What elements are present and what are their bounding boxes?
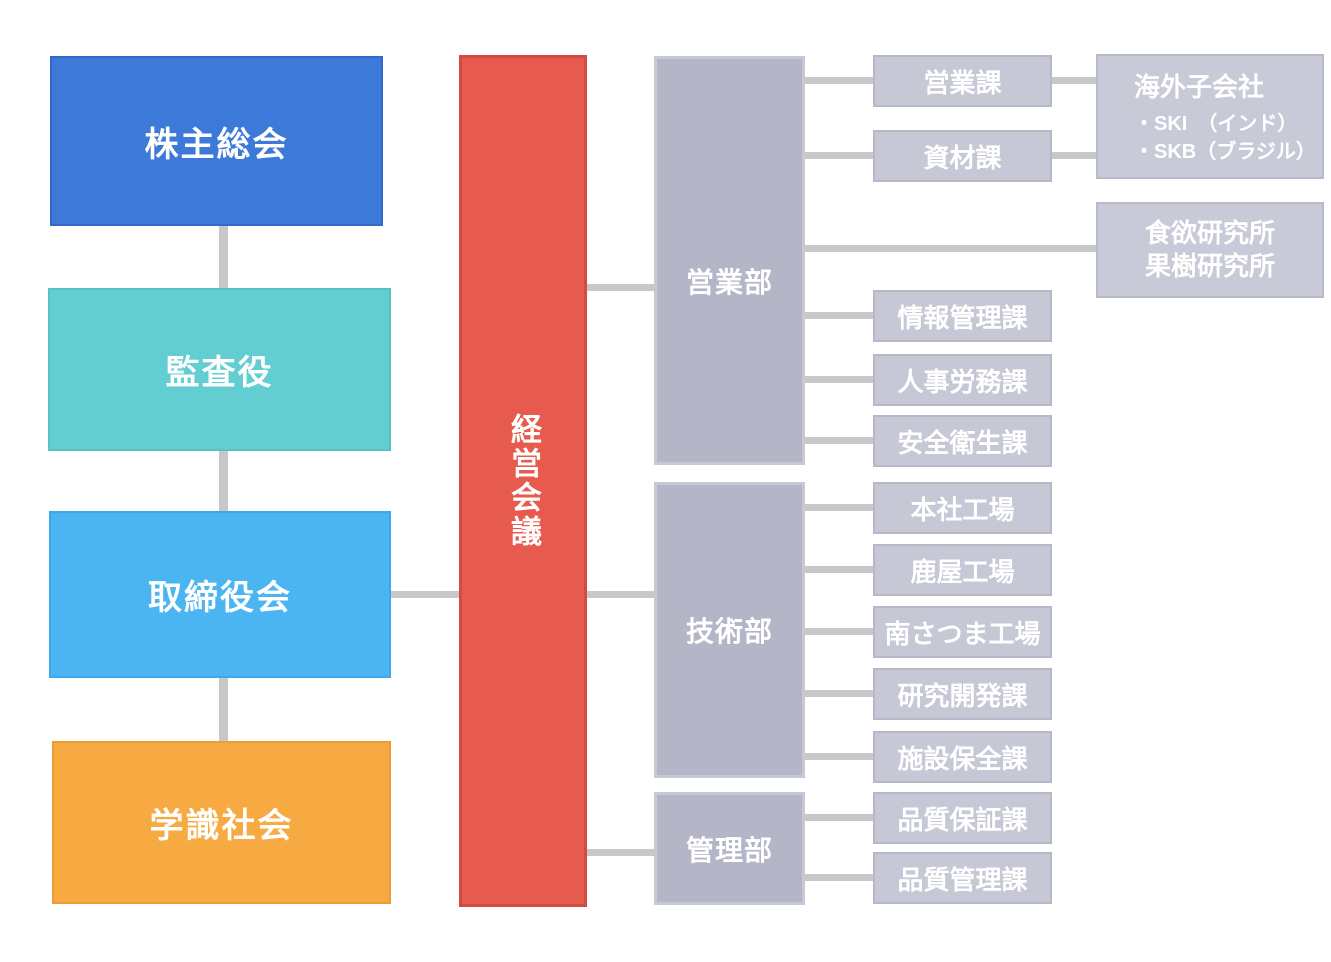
- management-council-label: 経営会議: [506, 413, 542, 549]
- sales-dept-box: 営業部: [654, 56, 805, 465]
- quality-assurance-section-box: 品質保証課: [873, 792, 1052, 844]
- auditors-box: 監査役: [48, 288, 391, 451]
- engineering-dept-box: 技術部: [654, 482, 805, 778]
- connector-line: [805, 814, 873, 821]
- minamisatsuma-plant-box: 南さつま工場: [873, 606, 1052, 658]
- connector-line: [805, 874, 873, 881]
- shareholders-meeting-box: 株主総会: [50, 56, 383, 226]
- connector-line: [805, 152, 873, 159]
- sales-section-box: 営業課: [873, 55, 1052, 107]
- connector-line: [1052, 77, 1096, 84]
- materials-section-box: 資材課: [873, 130, 1052, 182]
- connector-line: [805, 437, 873, 444]
- connector-line: [805, 504, 873, 511]
- connector-line: [805, 628, 873, 635]
- info-management-section-box: 情報管理課: [873, 290, 1052, 342]
- board-of-directors-box: 取締役会: [49, 511, 391, 678]
- management-council-box: 経営会議: [459, 55, 587, 907]
- quality-control-section-box: 品質管理課: [873, 852, 1052, 904]
- connector-line: [805, 753, 873, 760]
- admin-dept-box: 管理部: [654, 792, 805, 905]
- connector-line: [587, 849, 654, 856]
- connector-line: [805, 245, 1096, 252]
- overseas-subsidiaries-box: 海外子会社 ・SKI （インド） ・SKB（ブラジル）: [1096, 54, 1324, 179]
- connector-line: [219, 451, 228, 511]
- head-office-plant-box: 本社工場: [873, 482, 1052, 534]
- connector-line: [219, 678, 228, 741]
- research-institutes-box: 食欲研究所 果樹研究所: [1096, 202, 1324, 298]
- connector-line: [1052, 152, 1096, 159]
- overseas-subsidiaries-title: 海外子会社: [1134, 72, 1265, 102]
- research-institute-food: 食欲研究所: [1144, 218, 1275, 248]
- rd-section-box: 研究開発課: [873, 668, 1052, 720]
- connector-line: [805, 376, 873, 383]
- connector-line: [219, 226, 228, 288]
- connector-line: [587, 591, 654, 598]
- connector-line: [805, 77, 873, 84]
- overseas-subsidiary-skb: ・SKB（ブラジル）: [1134, 141, 1316, 163]
- connector-line: [805, 690, 873, 697]
- safety-hygiene-section-box: 安全衛生課: [873, 415, 1052, 467]
- hr-labor-section-box: 人事労務課: [873, 354, 1052, 406]
- kanoya-plant-box: 鹿屋工場: [873, 544, 1052, 596]
- connector-line: [587, 284, 654, 291]
- connector-line: [805, 312, 873, 319]
- academic-society-box: 学識社会: [52, 741, 391, 904]
- overseas-subsidiary-ski: ・SKI （インド）: [1134, 113, 1298, 135]
- research-institute-fruit: 果樹研究所: [1144, 251, 1275, 281]
- facility-maintenance-section-box: 施設保全課: [873, 731, 1052, 783]
- connector-line: [805, 566, 873, 573]
- connector-line: [391, 591, 459, 598]
